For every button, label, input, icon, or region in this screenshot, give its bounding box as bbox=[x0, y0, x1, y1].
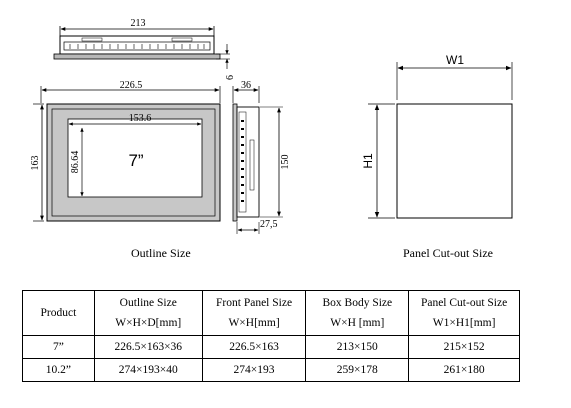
side-bezel bbox=[232, 103, 238, 222]
panel-cutout-caption: Panel Cut-out Size bbox=[403, 246, 493, 260]
table-header-row: Product Outline Size W×H×D[mm] Front Pan… bbox=[22, 290, 520, 336]
front-view: 226.5 163 153.6 86.64 7” bbox=[30, 80, 221, 222]
display-size-label: 7” bbox=[128, 151, 143, 170]
top-view-body bbox=[59, 35, 215, 55]
panel-cutout-view: W1 H1 bbox=[361, 53, 513, 219]
cutout-width-label: W1 bbox=[446, 53, 464, 67]
side-height-label: 150 bbox=[280, 155, 291, 170]
top-view: 213 6 bbox=[53, 18, 236, 80]
display-height-label: 86.64 bbox=[70, 151, 81, 174]
top-width-label: 213 bbox=[131, 18, 146, 29]
front-display-area bbox=[67, 118, 203, 198]
depth-offset-label: 6 bbox=[225, 75, 236, 80]
outline-height-label: 163 bbox=[30, 156, 41, 171]
table-cell: 7” bbox=[22, 335, 95, 359]
header-front-panel-size: Front Panel Size W×H[mm] bbox=[201, 290, 307, 336]
header-product: Product bbox=[22, 290, 95, 336]
top-view-connector-ticks bbox=[69, 44, 205, 49]
outline-width-label: 226.5 bbox=[120, 80, 143, 91]
side-view-terminal-ticks bbox=[241, 120, 244, 202]
side-view: 36 150 27,5 bbox=[232, 80, 291, 234]
side-bottom-depth-label: 27,5 bbox=[260, 219, 278, 230]
table-row: 7” 226.5×163×36 226.5×163 213×150 215×15… bbox=[22, 335, 520, 359]
table-cell: 274×193 bbox=[201, 358, 307, 382]
table-cell: 226.5×163 bbox=[201, 335, 307, 359]
header-outline-size: Outline Size W×H×D[mm] bbox=[93, 290, 203, 336]
table-cell: 226.5×163×36 bbox=[93, 335, 203, 359]
table-cell: 10.2” bbox=[22, 358, 95, 382]
table-row: 10.2” 274×193×40 274×193 259×178 261×180 bbox=[22, 358, 520, 382]
cutout-height-label: H1 bbox=[361, 153, 375, 169]
top-view-bezel bbox=[53, 53, 221, 60]
table-cell: 213×150 bbox=[305, 335, 410, 359]
cutout-rectangle bbox=[396, 103, 513, 219]
dimension-drawing: 213 6 226.5 bbox=[30, 18, 513, 234]
table-cell: 215×152 bbox=[408, 335, 520, 359]
display-width-label: 153.6 bbox=[129, 113, 152, 124]
header-panel-cutout-size: Panel Cut-out Size W1×H1[mm] bbox=[408, 290, 520, 336]
size-spec-table: Product Outline Size W×H×D[mm] Front Pan… bbox=[22, 290, 520, 382]
table-cell: 274×193×40 bbox=[93, 358, 203, 382]
outline-size-caption: Outline Size bbox=[131, 246, 191, 260]
table-cell: 261×180 bbox=[408, 358, 520, 382]
header-box-body-size: Box Body Size W×H [mm] bbox=[305, 290, 410, 336]
side-body bbox=[236, 106, 260, 218]
table-cell: 259×178 bbox=[305, 358, 410, 382]
side-depth-label: 36 bbox=[241, 80, 251, 91]
